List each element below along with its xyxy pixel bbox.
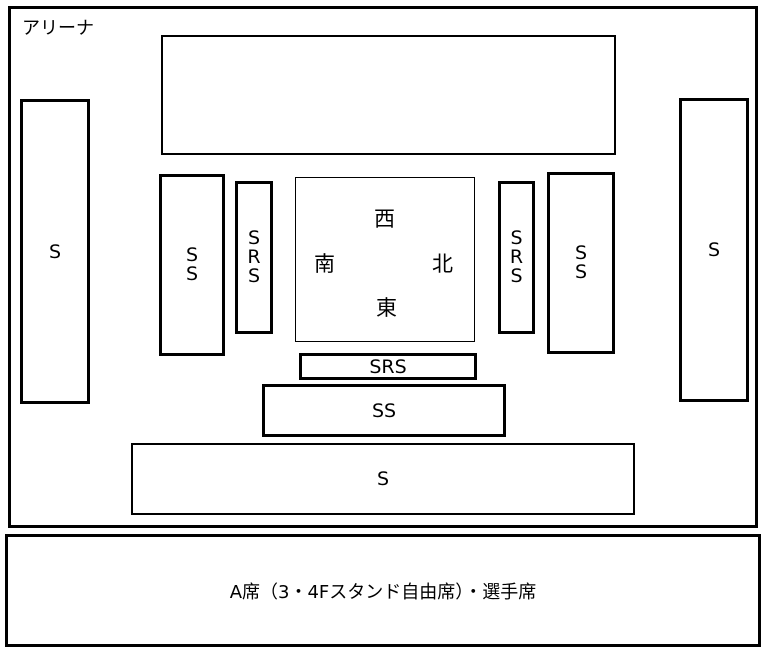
section-label: S — [247, 227, 261, 249]
section-left-s[interactable]: S — [20, 99, 90, 404]
section-label: R — [247, 246, 261, 268]
ring-area — [295, 177, 475, 342]
stage-area — [161, 35, 616, 155]
section-label: S — [185, 263, 199, 285]
section-label: S — [574, 261, 588, 283]
direction-north: 北 — [432, 252, 453, 276]
section-bottom-s[interactable]: S — [131, 443, 635, 515]
section-label: SRS — [369, 355, 407, 378]
direction-west: 西 — [374, 207, 395, 231]
section-right-s[interactable]: S — [679, 98, 749, 402]
stand-area[interactable]: A席（3・4Fスタンド自由席）・選手席 — [5, 534, 761, 647]
section-label: S — [510, 227, 523, 249]
section-bottom-ss[interactable]: SS — [262, 384, 506, 437]
direction-east: 東 — [376, 296, 397, 320]
section-label: S — [185, 244, 199, 266]
arena-label: アリーナ — [22, 18, 94, 39]
section-label: SS — [371, 399, 397, 422]
direction-south: 南 — [314, 252, 335, 276]
section-label: S — [48, 240, 62, 263]
section-label: S — [707, 239, 721, 261]
section-label: S — [247, 265, 261, 287]
section-label: S — [510, 265, 523, 287]
section-bottom-srs[interactable]: SRS — [299, 353, 477, 380]
section-label: S — [376, 468, 390, 490]
stand-label: A席（3・4Fスタンド自由席）・選手席 — [229, 581, 537, 603]
arena-area — [8, 6, 758, 528]
section-label: S — [574, 242, 588, 264]
section-label: R — [509, 246, 524, 268]
